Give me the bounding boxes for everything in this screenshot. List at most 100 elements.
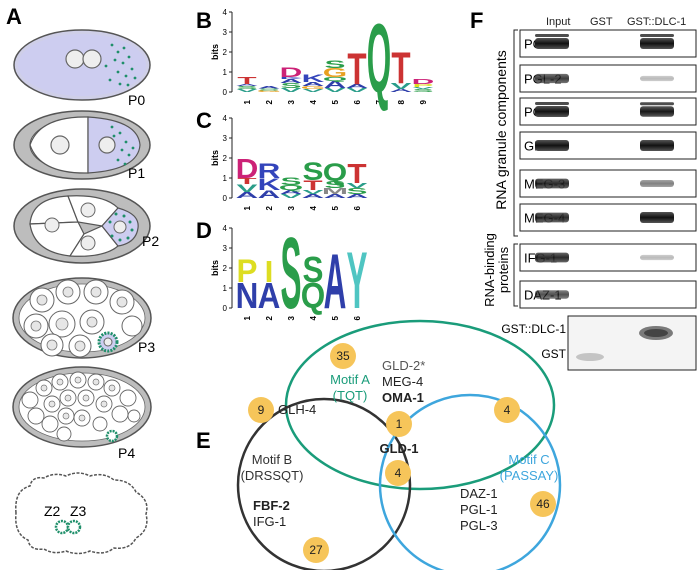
stage-label-z3: Z3: [70, 503, 87, 519]
logo-letter-q: Q: [367, 4, 391, 113]
logo-letter-v: V: [347, 182, 369, 190]
logo-letter-a: A: [236, 190, 259, 199]
count-bc: 4: [395, 466, 402, 480]
logo-letter-t: T: [391, 44, 411, 94]
count-abc: 1: [396, 417, 403, 431]
logo-letter-s: S: [325, 179, 346, 190]
logo-letter-s: S: [413, 88, 434, 93]
blot-band: [535, 252, 569, 263]
coomassie-panel: GST::DLC-1 GST: [501, 315, 697, 371]
stage-label-p2: P2: [142, 233, 159, 249]
col-input: Input: [546, 16, 570, 28]
logo-letter-a: A: [258, 188, 281, 200]
logo-letter-k: K: [280, 76, 303, 79]
bracket-granule: [513, 29, 518, 237]
position-label: 7: [375, 99, 384, 104]
logo-letter-v: V: [303, 189, 324, 195]
logo-letter-m: M: [322, 186, 348, 195]
gene-oma-1: OMA-1: [382, 390, 424, 405]
logo-letter-a: A: [280, 189, 303, 195]
logo-letter-s: S: [303, 158, 324, 186]
position-label: 6: [353, 315, 362, 320]
ytick-label: 4: [223, 8, 228, 17]
position-label: 3: [287, 205, 296, 210]
logo-letter-a: A: [346, 193, 369, 199]
stage-label-p3: P3: [138, 339, 155, 355]
panel-label-a: A: [6, 4, 22, 29]
blot-band: [535, 140, 569, 151]
logo-letter-s: S: [281, 82, 302, 90]
position-label: 2: [265, 205, 274, 210]
logo-letter-v: V: [391, 81, 413, 90]
venn-circle-motif-b: [236, 397, 412, 570]
blot-band: [535, 178, 569, 189]
logo-letter-g: G: [323, 66, 347, 80]
position-label: 1: [243, 315, 252, 320]
logo-letter-r: R: [258, 159, 281, 183]
logo-letter-a: A: [302, 193, 325, 199]
logo-letter-a: A: [302, 81, 325, 87]
position-label: 5: [331, 205, 340, 210]
gene-daz-1: DAZ-1: [460, 486, 498, 501]
venn-circle-motif-c: [378, 393, 562, 570]
blot-band: [640, 140, 674, 151]
count-badges: [248, 343, 556, 563]
position-label: 3: [287, 99, 296, 104]
logo-letter-t: T: [347, 159, 366, 190]
logo-letter-q: Q: [279, 184, 303, 192]
motif-c-seq: (PASSAY): [500, 468, 559, 483]
gene-glh-4: GLH-4: [278, 402, 316, 417]
logo-letter-v: V: [237, 88, 258, 93]
y-axis-label: bits: [210, 150, 220, 166]
count-ab: 9: [258, 403, 265, 417]
blot-band: [640, 75, 674, 82]
logo-letter-a: A: [324, 237, 347, 325]
blot-band: [535, 212, 569, 223]
gene-pgl-1: PGL-1: [460, 502, 498, 517]
position-label: 1: [243, 205, 252, 210]
logo-letter-s: S: [237, 85, 258, 90]
logo-letter-q: Q: [323, 159, 347, 187]
logo-letter-v: V: [413, 86, 434, 89]
panel-label-d: D: [196, 218, 212, 243]
group-label-rna-binding-2: proteins: [496, 246, 511, 293]
logo-letter-k: K: [302, 72, 325, 84]
ytick-label: 2: [223, 264, 228, 273]
ytick-label: 2: [223, 154, 228, 163]
logo-letter-d: D: [280, 65, 303, 81]
blot-band: [535, 102, 569, 105]
ytick-label: 1: [223, 68, 228, 77]
position-label: 9: [419, 99, 428, 104]
logo-letter-t: T: [303, 178, 322, 194]
col-gst-dlc-1: GST::DLC-1: [627, 16, 686, 28]
motif-a-name: Motif A: [330, 372, 370, 387]
ytick-label: 3: [223, 134, 228, 143]
logo-letter-a: A: [280, 78, 303, 84]
embryo-p1: P1: [13, 110, 151, 181]
blot-band: [640, 179, 674, 188]
logo-letter-y: Y: [347, 235, 368, 326]
stage-label-z2: Z2: [44, 503, 61, 519]
gene-gld-1: GLD-1: [380, 441, 419, 456]
logo-letter-g: G: [301, 85, 325, 90]
logo-letter-t: T: [237, 75, 256, 86]
position-label: 5: [331, 99, 340, 104]
motif-a-seq: (TQT): [333, 388, 368, 403]
embryo-p2: P2: [13, 188, 159, 264]
logo-letter-q: Q: [301, 276, 325, 317]
logo-letter-q: Q: [323, 76, 347, 82]
blot-band: [640, 38, 674, 49]
logo-letter-v: V: [347, 87, 368, 93]
position-label: 4: [309, 205, 318, 210]
logo-letter-v: V: [303, 88, 324, 93]
position-label: 4: [309, 99, 318, 104]
ytick-label: 2: [223, 48, 228, 57]
embryo-z2-z3: Z2 Z3: [15, 472, 148, 555]
logo-letter-t: T: [347, 45, 367, 95]
gene-gld-2: GLD-2*: [382, 358, 425, 373]
blot-band: [535, 290, 569, 299]
blot-band: [640, 34, 674, 37]
position-label: 6: [353, 205, 362, 210]
